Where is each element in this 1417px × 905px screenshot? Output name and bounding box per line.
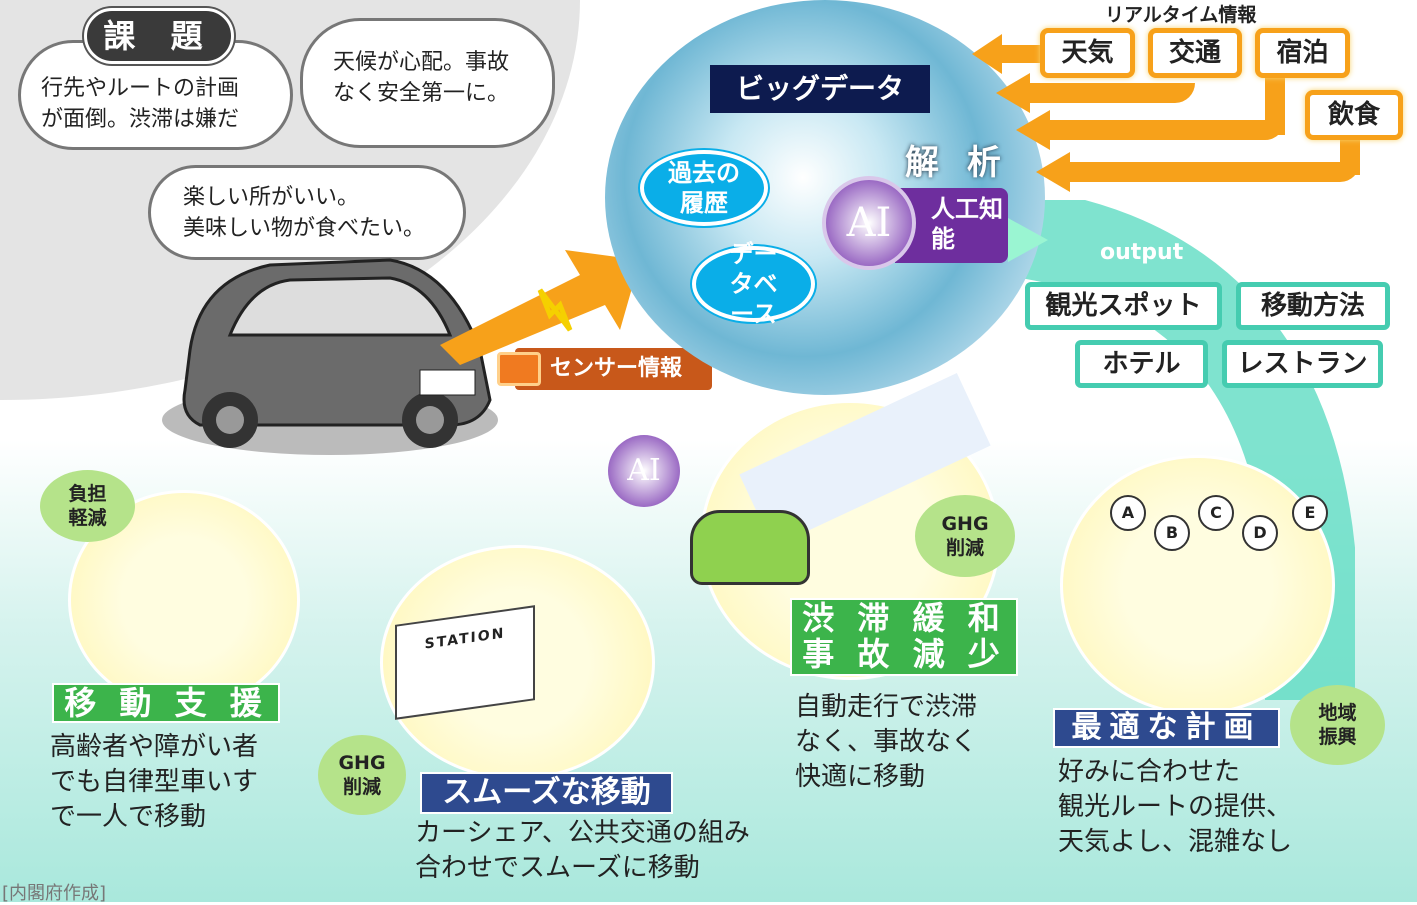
plan-bubble: C (1198, 495, 1234, 531)
arrow-lodging-stem (1265, 75, 1285, 135)
output-hotel: ホテル (1075, 340, 1208, 388)
desc-line: 観光ルートの提供、 (1058, 792, 1293, 822)
database-bubble: データベース (692, 240, 815, 328)
output-flow-band (994, 200, 1355, 700)
desc-mobility-support: 高齢者や障がい者 でも自律型車いす で一人で移動 (50, 730, 258, 835)
realtime-weather: 天気 (1040, 28, 1135, 78)
output-sightseeing: 観光スポット (1025, 282, 1222, 330)
ai-icon: AI (608, 435, 680, 507)
desc-line: で一人で移動 (50, 802, 207, 832)
output-label: output (1100, 240, 1184, 265)
ai-circle: AI (822, 176, 916, 270)
desc-line: なく、事故なく (795, 727, 978, 757)
arrow-head-icon (996, 73, 1030, 113)
source-credit: [内閣府作成] (2, 883, 107, 904)
label-accident: 事 故 減 少 (802, 635, 1006, 673)
data-flow-arrow (440, 250, 640, 365)
realtime-lodging: 宿泊 (1255, 28, 1350, 78)
realtime-title: リアルタイム情報 (1105, 4, 1257, 26)
big-data-title: ビッグデータ (710, 65, 930, 113)
badge-ghg-reduction: GHG削減 (318, 735, 406, 815)
label-smooth-travel: スムーズな移動 (420, 772, 673, 814)
arrow-head-icon (1036, 152, 1070, 192)
station-building: STATION (395, 605, 535, 720)
arrow-food (1070, 162, 1360, 182)
arrow-traffic (1030, 83, 1195, 103)
analysis-label: 解 析 (905, 143, 1009, 183)
thought-bubble-safety: 天候が心配。事故 なく安全第一に。 (300, 18, 555, 148)
label-congestion: 渋 滞 緩 和 (802, 599, 1006, 637)
realtime-food: 飲食 (1305, 90, 1403, 140)
thought-text: 行先やルートの計画 (41, 76, 240, 101)
thought-text: なく安全第一に。 (333, 81, 510, 106)
optimal-plan-illustration (1060, 455, 1335, 715)
thought-text: 楽しい所がいい。 (183, 185, 360, 210)
history-bubble: 過去の履歴 (640, 150, 768, 226)
desc-line: 快適に移動 (795, 762, 926, 792)
challenges-title: 課 題 (84, 8, 234, 64)
badge-burden-reduction: 負担軽減 (40, 470, 135, 542)
thought-text: が面倒。渋滞は嫌だ (41, 107, 240, 132)
plan-bubble: B (1154, 515, 1190, 551)
plan-bubble: A (1110, 495, 1146, 531)
plan-bubbles: A B C D (1110, 495, 1290, 565)
plan-bubble: E (1292, 495, 1328, 531)
desc-line: カーシェア、公共交通の組み (415, 818, 750, 848)
desc-optimal-plan: 好みに合わせた 観光ルートの提供、 天気よし、混雑なし (1058, 755, 1292, 860)
badge-regional-revitalization: 地域振興 (1290, 685, 1385, 765)
station-sign: STATION (424, 625, 506, 653)
desc-line: 高齢者や障がい者 (50, 732, 259, 762)
output-arrow-icon (1008, 218, 1048, 262)
label-optimal-plan: 最適な計画 (1053, 708, 1280, 748)
label-congestion-accident: 渋 滞 緩 和 事 故 減 少 (790, 598, 1018, 676)
label-mobility-support: 移 動 支 援 (52, 683, 280, 723)
desc-line: 好みに合わせた (1058, 757, 1241, 787)
sensor-info-label: センサー情報 (515, 348, 712, 390)
output-transport: 移動方法 (1236, 282, 1390, 330)
sensor-icon (497, 352, 541, 386)
thought-text: 美味しい物が食べたい。 (183, 216, 426, 241)
desc-line: 自動走行で渋滞 (795, 692, 978, 722)
thought-bubble-fun: 楽しい所がいい。 美味しい物が食べたい。 (148, 165, 466, 260)
plan-bubble: D (1242, 515, 1278, 551)
desc-line: でも自律型車いす (50, 767, 259, 797)
arrow-weather (1000, 45, 1045, 63)
realtime-traffic: 交通 (1148, 28, 1242, 78)
arrow-head-icon (972, 34, 1002, 74)
autonomous-car-icon (690, 510, 810, 585)
desc-smooth-travel: カーシェア、公共交通の組み 合わせでスムーズに移動 (415, 816, 750, 886)
badge-ghg-reduction: GHG削減 (915, 495, 1015, 577)
desc-line: 合わせでスムーズに移動 (415, 853, 700, 883)
desc-congestion: 自動走行で渋滞 なく、事故なく 快適に移動 (795, 690, 977, 795)
output-restaurant: レストラン (1222, 340, 1383, 388)
desc-line: 天気よし、混雑なし (1058, 827, 1293, 857)
arrow-head-icon (1016, 110, 1050, 150)
arrow-food-stem (1340, 135, 1360, 175)
car-illustration (162, 258, 498, 455)
thought-text: 天候が心配。事故 (333, 50, 510, 75)
arrow-lodging (1050, 120, 1285, 140)
